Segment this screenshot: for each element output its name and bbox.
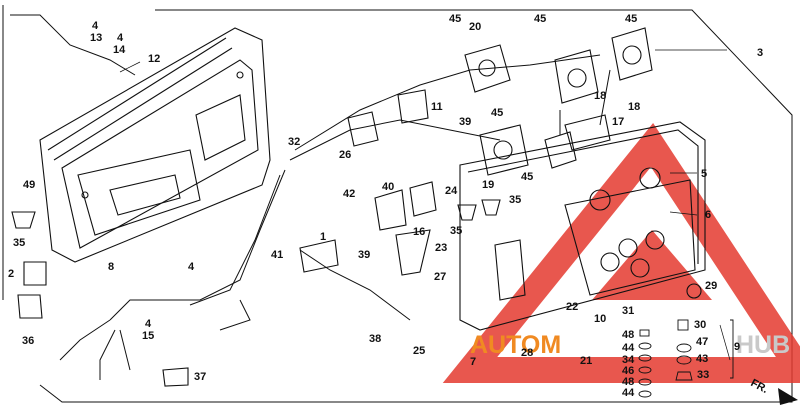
callout-41: 41 [271, 249, 283, 261]
callout-4: 4 [188, 261, 195, 273]
callout-16: 16 [413, 226, 425, 238]
callout-44: 44 [622, 342, 635, 354]
part-callouts: 4 13 4 14 12 45 20 45 45 3 18 18 11 39 4… [8, 13, 763, 399]
callout-4: 4 [145, 318, 152, 330]
watermark-triangle [442, 122, 800, 383]
watermark-word-left: AUTOM [470, 331, 561, 359]
callout-27: 27 [434, 271, 446, 283]
callout-3: 3 [757, 47, 763, 59]
callout-13: 13 [90, 32, 102, 44]
callout-22: 22 [566, 301, 578, 313]
callout-43: 43 [696, 353, 708, 365]
callout-7: 7 [470, 356, 476, 368]
callout-12: 12 [148, 53, 160, 65]
callout-24: 24 [445, 185, 458, 197]
callout-48: 48 [622, 329, 634, 341]
callout-45: 45 [521, 171, 533, 183]
callout-33: 33 [697, 369, 709, 381]
callout-35: 35 [13, 237, 25, 249]
leader-lines [119, 49, 731, 361]
callout-2: 2 [8, 268, 14, 280]
callout-46: 46 [622, 365, 634, 377]
callout-45: 45 [491, 107, 503, 119]
watermark-word-right: HUB [736, 331, 790, 359]
callout-10: 10 [594, 313, 606, 325]
panel-housing [39, 27, 271, 263]
callout-40: 40 [382, 181, 394, 193]
front-panel [459, 121, 706, 331]
callout-8: 8 [108, 261, 114, 273]
watermark-logo [442, 122, 800, 383]
callout-28: 28 [521, 347, 533, 359]
callout-37: 37 [194, 371, 206, 383]
receptacles [11, 27, 702, 387]
callout-39: 39 [459, 116, 471, 128]
callout-17: 17 [612, 116, 624, 128]
wiring-harness [10, 14, 611, 380]
callout-39: 39 [358, 249, 370, 261]
callout-21: 21 [580, 355, 592, 367]
callout-32: 32 [288, 136, 300, 148]
callout-9: 9 [734, 341, 740, 353]
callout-35: 35 [509, 194, 521, 206]
callout-38: 38 [369, 333, 381, 345]
callout-35: 35 [450, 225, 462, 237]
callout-4: 4 [92, 20, 99, 32]
callout-25: 25 [413, 345, 425, 357]
diagram-frame [2, 5, 793, 403]
callout-18: 18 [594, 90, 606, 102]
callout-34: 34 [622, 354, 635, 366]
fr-arrow-icon [778, 388, 798, 405]
callout-30: 30 [694, 319, 706, 331]
callout-42: 42 [343, 188, 355, 200]
callout-20: 20 [469, 21, 481, 33]
callout-19: 19 [482, 179, 494, 191]
callout-5: 5 [701, 168, 707, 180]
callout-45: 45 [625, 13, 637, 25]
callout-36: 36 [22, 335, 34, 347]
callout-47: 47 [696, 336, 708, 348]
callout-45: 45 [449, 13, 461, 25]
callout-1: 1 [320, 231, 326, 243]
callout-18: 18 [628, 101, 640, 113]
callout-31: 31 [622, 305, 634, 317]
callout-29: 29 [705, 280, 717, 292]
callout-15: 15 [142, 330, 154, 342]
callout-14: 14 [113, 44, 126, 56]
fastener-stack [638, 319, 734, 398]
watermark-inner-triangle [592, 230, 712, 300]
callout-4: 4 [117, 32, 124, 44]
callout-23: 23 [435, 242, 447, 254]
callout-26: 26 [339, 149, 351, 161]
callout-48: 48 [622, 376, 634, 388]
callout-11: 11 [431, 101, 443, 113]
callout-6: 6 [705, 209, 711, 221]
callout-45: 45 [534, 13, 546, 25]
callout-44: 44 [622, 387, 635, 399]
callout-49: 49 [23, 179, 35, 191]
